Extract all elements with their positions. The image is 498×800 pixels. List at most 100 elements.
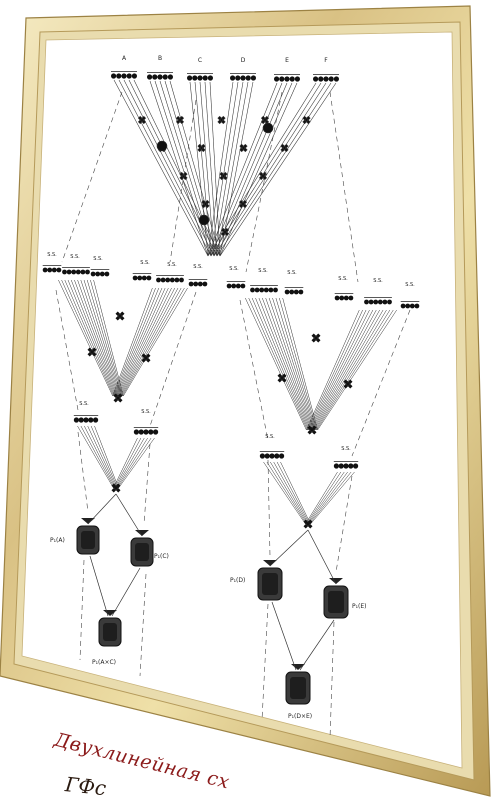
plant-row (313, 74, 339, 82)
plant-dot (259, 287, 265, 293)
plant-dot (99, 271, 105, 277)
plant-row (400, 301, 420, 309)
cross-line (263, 461, 306, 525)
plant-dot (254, 287, 260, 293)
plant-dot (148, 429, 154, 435)
cross-line (307, 471, 345, 525)
lattice-line (113, 79, 209, 257)
plant-dot (66, 269, 72, 275)
cross-cell (277, 377, 283, 383)
cross-cell (91, 351, 97, 357)
label-f: F (324, 57, 328, 64)
cross-line (282, 297, 318, 431)
cross-line (114, 287, 160, 397)
dashed-connectors (55, 91, 411, 739)
cross-line (113, 437, 138, 489)
sack-tie (329, 578, 343, 584)
plant-dot (289, 76, 295, 82)
lattice-line (210, 81, 239, 257)
cross-diamond (260, 115, 270, 125)
cross-line (116, 437, 148, 489)
plant-dot (268, 287, 274, 293)
plant-dot (235, 75, 241, 81)
cross-cell (307, 523, 313, 529)
cross-diamond (277, 373, 287, 383)
cross-diamond (343, 379, 353, 389)
cross-line (80, 425, 115, 489)
parent-marker (262, 122, 274, 134)
cross-diamond (175, 115, 185, 125)
cross-cell (183, 175, 188, 181)
plant-dot (250, 75, 256, 81)
cross-diamond (311, 333, 321, 343)
seed-sack (130, 530, 154, 567)
pool-link (299, 619, 335, 671)
plant-dot (250, 287, 255, 293)
ss-label: S.S. (79, 401, 89, 407)
ss-label: S.S. (373, 278, 383, 284)
cross-diamond (201, 199, 210, 209)
ss-label: S.S. (93, 256, 103, 262)
plant-dot (284, 289, 290, 295)
cross-cell (281, 377, 287, 383)
cross-line (307, 309, 363, 431)
cross-line (279, 297, 317, 431)
seed-sack (76, 518, 100, 555)
diagram-canvas (21, 31, 463, 769)
plant-dot (323, 76, 329, 82)
plant-dot (88, 417, 94, 423)
cross-cell (179, 119, 185, 125)
pool-label-de: P₁(D×E) (288, 713, 312, 720)
cross-cell (262, 175, 268, 181)
lattice-line (149, 80, 209, 257)
plant-dot (264, 453, 270, 459)
label-b: B (158, 55, 162, 62)
plant-dot (414, 303, 420, 309)
plant-dot (298, 289, 304, 295)
cross-line (314, 309, 387, 431)
plant-dot (62, 269, 67, 275)
plant-dot (90, 271, 96, 277)
pool-link (269, 529, 309, 567)
cross-line (262, 297, 312, 431)
plant-row (132, 273, 152, 281)
cross-diamond (197, 143, 206, 153)
plant-dot (405, 303, 411, 309)
cross-diamond (303, 519, 313, 529)
sack-contents (290, 677, 306, 699)
cross-cell (280, 147, 285, 153)
plant-dot (289, 289, 295, 295)
cross-line (122, 287, 185, 397)
cross-line (310, 471, 355, 525)
cross-diamond (111, 483, 121, 493)
plant-dot (377, 299, 383, 305)
seed-sack (285, 664, 311, 705)
plant-dot (138, 429, 144, 435)
cross-line (275, 297, 316, 431)
cross-cell (223, 175, 228, 181)
lattice-line (213, 81, 244, 257)
pool-link (307, 529, 337, 585)
plant-row (230, 73, 256, 81)
plant-dot (116, 73, 122, 79)
cross-cell (239, 147, 244, 153)
cross-cell (311, 337, 317, 343)
pool-link (111, 567, 141, 617)
plant-dot (147, 74, 153, 80)
cross-line (113, 287, 156, 397)
lattice-line (216, 81, 249, 257)
cross-line (117, 437, 152, 489)
plant-dot (348, 463, 354, 469)
plant-dot (274, 453, 280, 459)
plant-dot (235, 283, 241, 289)
plant-dot (274, 76, 280, 82)
lattice-line (213, 82, 327, 257)
plant-dot (382, 299, 388, 305)
cross-line (308, 309, 367, 431)
plant-dot (132, 275, 138, 281)
cross-cell (217, 119, 222, 125)
plant-dot (348, 295, 354, 301)
cross-diamond (219, 171, 228, 181)
cross-cell (307, 429, 313, 435)
